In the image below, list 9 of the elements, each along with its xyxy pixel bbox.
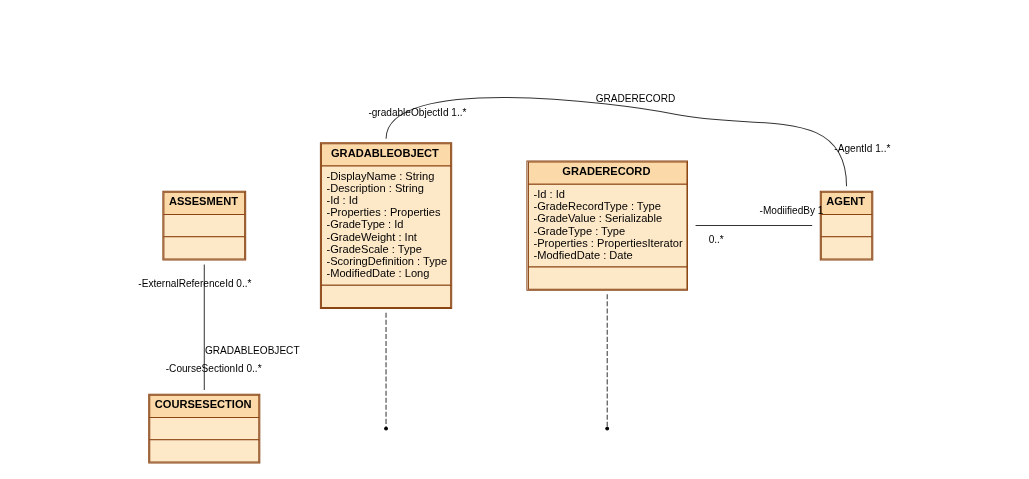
label: -AgentId 1..*	[834, 142, 891, 154]
edge-label: GRADERECORD	[595, 92, 676, 104]
connector	[385, 311, 387, 427]
label: 0..*	[708, 233, 724, 245]
connector	[203, 263, 205, 390]
connector	[606, 293, 608, 428]
label: -ModiifiedBy 1	[759, 204, 824, 216]
connector	[695, 224, 813, 226]
edge-label: GRADABLEOBJECT	[204, 344, 300, 356]
